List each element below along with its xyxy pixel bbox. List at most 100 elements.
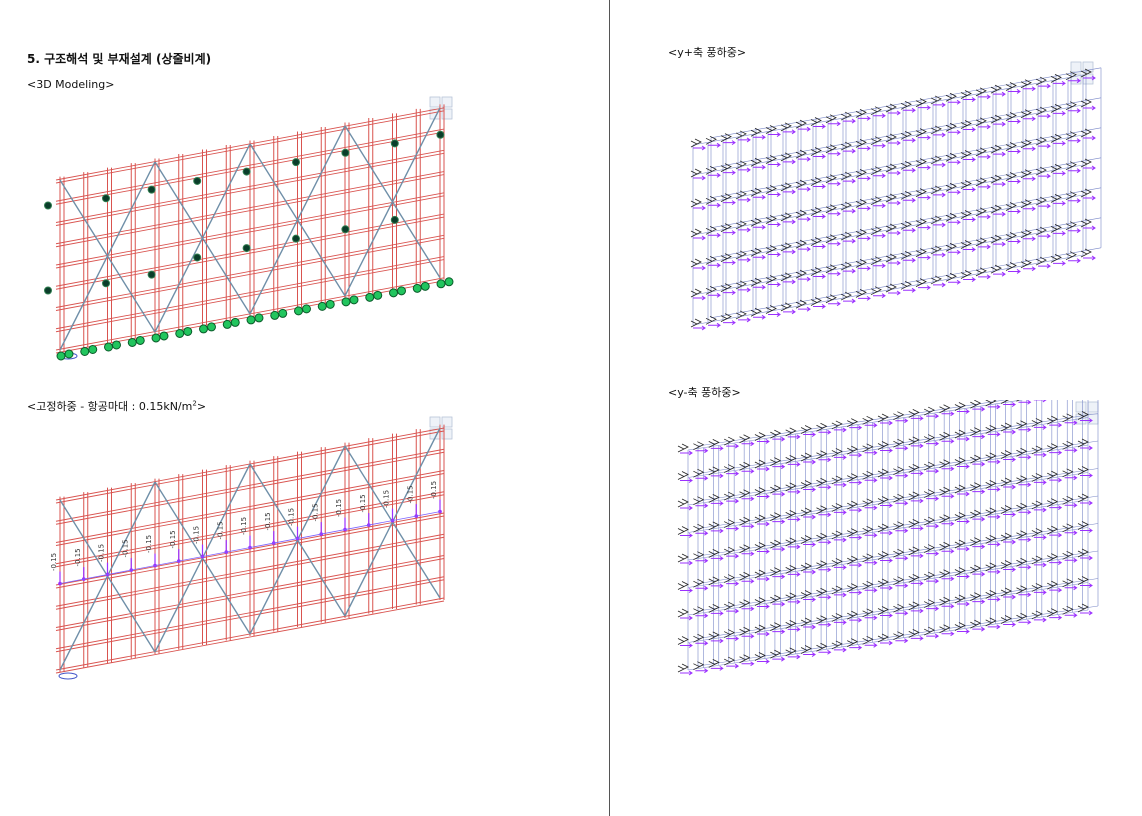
wind-arrow xyxy=(908,464,920,473)
wind-load-arrow xyxy=(1064,475,1078,481)
wind-arrow xyxy=(900,130,912,140)
wind-load-arrow xyxy=(787,626,801,632)
wind-arrow xyxy=(877,468,889,478)
wind-load-arrow xyxy=(1080,445,1093,451)
wind-load-arrow xyxy=(803,432,816,437)
wind-load-arrow xyxy=(849,645,863,651)
wind-load-arrow xyxy=(803,459,816,465)
wind-arrow xyxy=(795,269,807,279)
wind-arrow xyxy=(690,138,702,148)
wind-load-arrow xyxy=(918,195,931,201)
wind-arrow xyxy=(945,92,957,102)
wind-load-arrow xyxy=(1053,170,1066,176)
wind-load-arrow xyxy=(843,208,856,214)
wind-arrow xyxy=(677,443,689,453)
view-cube-icon xyxy=(1082,61,1094,73)
wind-arrow xyxy=(739,626,751,636)
wind-arrow xyxy=(1062,413,1074,423)
wind-arrow xyxy=(693,441,705,451)
frame-ledger xyxy=(55,171,445,245)
wind-load-arrow xyxy=(726,636,740,641)
wind-load-arrow xyxy=(903,137,916,143)
wind-load-arrow xyxy=(833,455,847,460)
wind-arrow xyxy=(990,234,1002,244)
wind-arrow xyxy=(831,448,843,457)
frame-ledger xyxy=(55,494,445,568)
wind-load-arrow xyxy=(918,225,931,231)
wind-arrow xyxy=(885,253,897,263)
wind-arrow xyxy=(690,318,702,328)
wind-arrow xyxy=(831,475,843,485)
wind-arrow xyxy=(900,280,912,290)
wind-load-arrow xyxy=(948,249,961,255)
wind-load-arrow xyxy=(956,629,970,634)
wind-arrow xyxy=(930,275,942,285)
wind-load-arrow xyxy=(818,594,832,600)
wind-load-arrow xyxy=(813,184,826,189)
wind-load-arrow xyxy=(1008,119,1021,124)
wind-load-arrow xyxy=(956,464,970,469)
wind-load-arrow xyxy=(680,588,693,593)
wind-arrow xyxy=(735,280,747,290)
wind-load-arrow xyxy=(1064,447,1078,453)
wind-arrow xyxy=(939,486,951,496)
wind-arrow xyxy=(708,466,720,476)
wind-arrow xyxy=(770,567,782,577)
wind-load-arrow xyxy=(1080,583,1093,588)
wind-arrow xyxy=(754,459,766,469)
wind-arrow xyxy=(693,551,705,561)
support-node xyxy=(397,286,406,296)
wind-load-arrow xyxy=(1018,619,1032,625)
frame-brace xyxy=(344,125,441,279)
wind-arrow xyxy=(840,201,852,211)
wind-arrow xyxy=(915,188,927,197)
wind-arrow xyxy=(800,645,812,654)
wind-arrow xyxy=(800,590,812,599)
wind-load-arrow xyxy=(738,137,751,143)
wind-load-arrow xyxy=(963,187,976,192)
wind-arrow xyxy=(1077,466,1089,475)
wind-arrow xyxy=(1035,166,1047,176)
wind-load-arrow xyxy=(1083,165,1096,171)
support-node xyxy=(412,283,422,293)
wind-arrow xyxy=(900,190,912,200)
wind-load-arrow xyxy=(1003,457,1016,462)
wind-load-arrow xyxy=(873,203,886,209)
wind-arrow xyxy=(1016,420,1028,430)
wind-load-arrow xyxy=(895,473,909,479)
wind-arrow xyxy=(930,125,942,135)
wind-load-arrow xyxy=(941,466,955,472)
wind-arrow xyxy=(1016,400,1020,402)
wind-arrow xyxy=(765,305,777,314)
wind-load-arrow xyxy=(710,665,724,671)
left-page: 5. 구조해석 및 부재설계 (상줄비계) <3D Modeling> <고정하… xyxy=(27,52,454,680)
wind-load-arrow xyxy=(741,606,755,612)
wind-load-arrow xyxy=(948,279,961,285)
wind-arrow xyxy=(840,231,852,241)
wind-load-arrow xyxy=(1064,420,1078,426)
wind-load-arrow xyxy=(833,537,847,543)
wind-arrow xyxy=(754,652,766,661)
wind-load-arrow xyxy=(772,519,786,525)
wind-load-arrow xyxy=(903,167,916,173)
wind-load-arrow xyxy=(726,608,740,614)
wind-arrow xyxy=(708,549,720,558)
wind-arrow xyxy=(923,599,936,608)
wind-load-arrow xyxy=(1003,484,1016,490)
wind-arrow xyxy=(960,210,972,219)
wind-arrow xyxy=(930,245,942,255)
load-value-label: -0.15 xyxy=(121,539,129,557)
wind-load-arrow xyxy=(880,613,893,618)
wind-load-arrow xyxy=(978,124,991,130)
wind-load-arrow xyxy=(858,175,871,181)
wind-load-arrow xyxy=(1049,477,1063,483)
wind-load-arrow xyxy=(723,320,736,326)
wind-arrow xyxy=(915,98,927,107)
wind-arrow xyxy=(677,471,689,480)
wind-load-arrow xyxy=(798,216,811,222)
wind-load-arrow xyxy=(895,583,909,589)
wind-arrow xyxy=(754,624,766,634)
wind-arrow xyxy=(885,163,897,173)
support-node xyxy=(80,346,90,356)
wall-tie-node xyxy=(193,253,202,262)
